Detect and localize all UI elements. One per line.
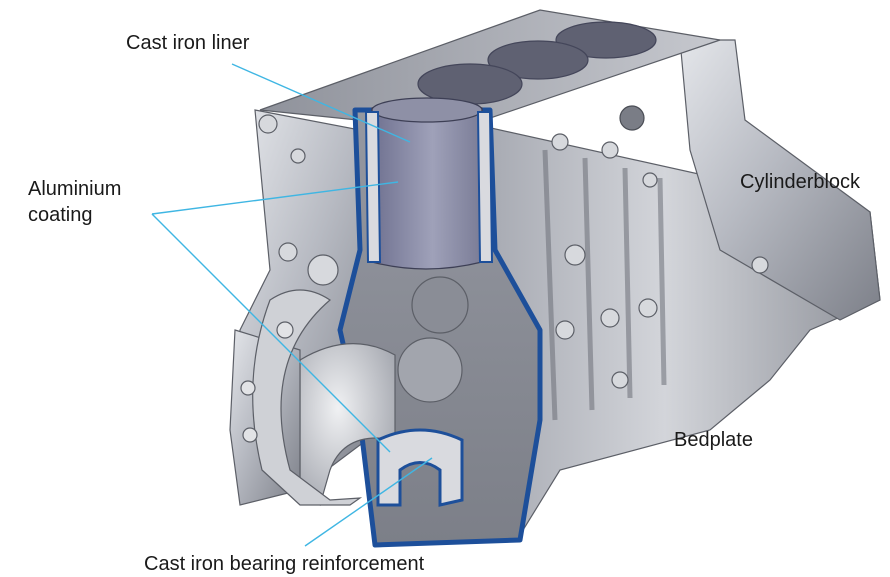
leader-aluminium-coating-1	[151, 181, 399, 215]
cast-iron-bearing-insert	[376, 428, 464, 507]
block-end-flange	[679, 39, 881, 321]
leader-bearing-reinforcement	[304, 457, 433, 547]
liner-wall-right	[476, 111, 494, 263]
label-aluminium-coating-line2: coating	[28, 204, 93, 226]
oil-port	[619, 105, 645, 131]
liner-top-ring	[371, 97, 483, 123]
cast-iron-liner-bore	[371, 98, 483, 270]
crank-bore-hole	[411, 276, 469, 334]
label-cylinderblock: Cylinderblock	[740, 171, 861, 193]
cylinder-block	[239, 9, 881, 536]
liner-wall-left	[364, 111, 382, 263]
side-wall-ribs	[542, 149, 667, 421]
oil-gallery-hole	[397, 337, 463, 403]
leader-cast-iron-liner	[231, 63, 411, 143]
label-aluminium-coating-line1: Aluminium	[28, 178, 122, 200]
label-cast-iron-bearing-reinforcement: Cast iron bearing reinforcement	[144, 553, 425, 575]
label-aluminium-coating: Aluminium coating	[28, 176, 121, 228]
cutaway-section	[299, 97, 543, 548]
leader-lines	[151, 63, 433, 547]
bedplate	[229, 289, 363, 506]
label-bedplate: Bedplate	[674, 429, 753, 451]
leader-aluminium-coating-2	[151, 213, 391, 453]
bedplate-bolt-bosses	[240, 321, 294, 443]
label-cast-iron-liner: Cast iron liner	[126, 32, 250, 54]
cylinder-bore-4	[555, 21, 657, 59]
cylinder-bore-3	[487, 40, 589, 80]
